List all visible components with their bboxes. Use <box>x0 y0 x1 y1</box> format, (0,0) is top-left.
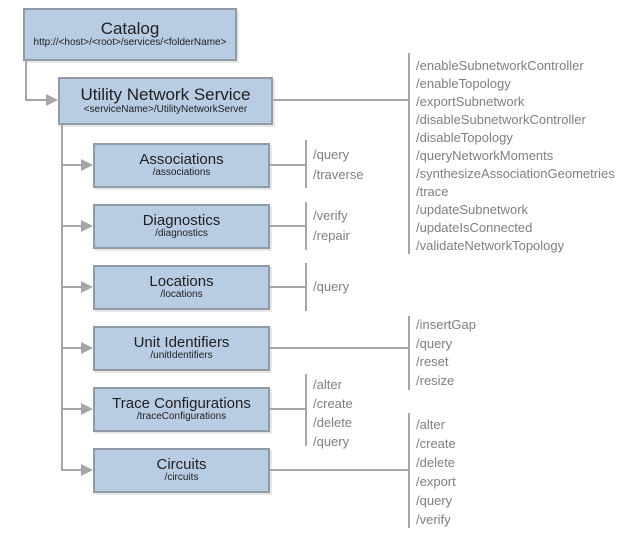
operation-item: /trace <box>416 184 449 199</box>
resource-title: Diagnostics <box>142 211 221 229</box>
operation-item: /create <box>313 396 353 411</box>
operation-item: /repair <box>313 228 350 243</box>
operation-item: /verify <box>416 512 451 527</box>
operation-item: /disableSubnetworkController <box>416 112 586 127</box>
resource-path: /traceConfigurations <box>136 411 227 423</box>
resource-title: Circuits <box>156 455 207 473</box>
service-path: <serviceName>/UtilityNetworkServer <box>83 103 248 115</box>
resource-node-unit-identifiers: Unit Identifiers /unitIdentifiers <box>93 326 270 371</box>
operation-item: /export <box>416 474 456 489</box>
operation-item: /create <box>416 436 456 451</box>
arrowhead-icon <box>81 281 93 293</box>
unit-identifiers-operations-list: /insertGap /query /reset /resize <box>416 316 476 390</box>
resource-path: /locations <box>160 289 203 301</box>
arrowhead-icon <box>81 159 93 171</box>
resource-path: /diagnostics <box>155 228 208 240</box>
operation-item: /query <box>313 279 350 294</box>
operation-item: /validateNetworkTopology <box>416 238 565 253</box>
operation-item: /queryNetworkMoments <box>416 148 554 163</box>
resource-node-diagnostics: Diagnostics /diagnostics <box>93 204 270 249</box>
arrowhead-icon <box>46 94 58 106</box>
catalog-url: http://<host>/<root>/services/<folderNam… <box>33 37 227 49</box>
operation-item: /delete <box>416 455 456 470</box>
operation-item: /query <box>416 335 453 351</box>
arrowhead-icon <box>81 342 93 354</box>
operation-item: /synthesizeAssociationGeometries <box>416 166 615 181</box>
operation-item: /exportSubnetwork <box>416 94 525 109</box>
resource-path: /circuits <box>164 472 199 484</box>
resource-title: Locations <box>149 272 214 290</box>
branch-line <box>61 408 83 410</box>
resource-path: /unitIdentifiers <box>150 350 213 362</box>
catalog-drop-line <box>25 61 27 101</box>
operation-item: /alter <box>313 377 342 392</box>
operation-item: /delete <box>313 415 353 430</box>
resource-title: Unit Identifiers <box>133 333 230 351</box>
resource-node-circuits: Circuits /circuits <box>93 448 270 493</box>
operation-item: /resize <box>416 372 455 388</box>
resource-title: Associations <box>139 150 224 168</box>
ops-tick <box>305 263 307 311</box>
ops-tick <box>305 140 307 188</box>
branch-line <box>61 225 83 227</box>
ops-connector <box>270 286 305 288</box>
ops-connector <box>270 225 305 227</box>
service-title: Utility Network Service <box>80 85 251 105</box>
resource-node-locations: Locations /locations <box>93 265 270 310</box>
operation-item: /traverse <box>313 167 364 182</box>
service-children-spine <box>61 125 63 471</box>
arrowhead-icon <box>81 403 93 415</box>
ops-connector <box>270 347 408 349</box>
ops-connector <box>270 408 305 410</box>
arrowhead-icon <box>81 464 93 476</box>
operation-item: /disableTopology <box>416 130 513 145</box>
ops-connector <box>270 164 305 166</box>
operation-item: /reset <box>416 354 449 369</box>
arrowhead-icon <box>81 220 93 232</box>
resource-node-trace-configurations: Trace Configurations /traceConfiguration… <box>93 387 270 432</box>
branch-line <box>61 347 83 349</box>
operation-item: /alter <box>416 417 445 432</box>
ops-tick <box>305 202 307 250</box>
diagnostics-operations-list: /verify /repair <box>313 206 350 246</box>
ops-connector <box>270 469 408 471</box>
operation-item: /updateIsConnected <box>416 220 533 235</box>
resource-path: /associations <box>152 167 211 179</box>
operation-item: /query <box>313 434 350 449</box>
ops-tick <box>408 316 410 390</box>
trace-configurations-operations-list: /alter /create /delete /query <box>313 375 353 451</box>
ops-tick <box>408 413 410 528</box>
associations-operations-list: /query /traverse <box>313 145 364 185</box>
branch-line <box>61 286 83 288</box>
branch-line <box>61 469 83 471</box>
ops-tick <box>305 374 307 446</box>
operation-item: /query <box>313 147 350 162</box>
catalog-node: Catalog http://<host>/<root>/services/<f… <box>23 8 237 61</box>
service-operations-list: /enableSubnetworkController /enableTopol… <box>416 57 615 255</box>
resource-title: Trace Configurations <box>112 394 251 412</box>
operation-item: /insertGap <box>416 317 476 332</box>
service-node: Utility Network Service <serviceName>/Ut… <box>58 77 273 125</box>
branch-line <box>61 164 83 166</box>
catalog-elbow-line <box>25 99 47 101</box>
circuits-operations-list: /alter /create /delete /export /query /v… <box>416 415 456 529</box>
service-ops-connector <box>272 99 408 101</box>
operation-item: /verify <box>313 208 348 223</box>
operation-item: /query <box>416 493 453 508</box>
resource-node-associations: Associations /associations <box>93 143 270 188</box>
operation-item: /updateSubnetwork <box>416 202 529 217</box>
service-ops-tick <box>408 53 410 254</box>
catalog-title: Catalog <box>100 18 160 38</box>
operation-item: /enableSubnetworkController <box>416 58 584 73</box>
operation-item: /enableTopology <box>416 76 511 91</box>
locations-operations-list: /query <box>313 277 349 297</box>
